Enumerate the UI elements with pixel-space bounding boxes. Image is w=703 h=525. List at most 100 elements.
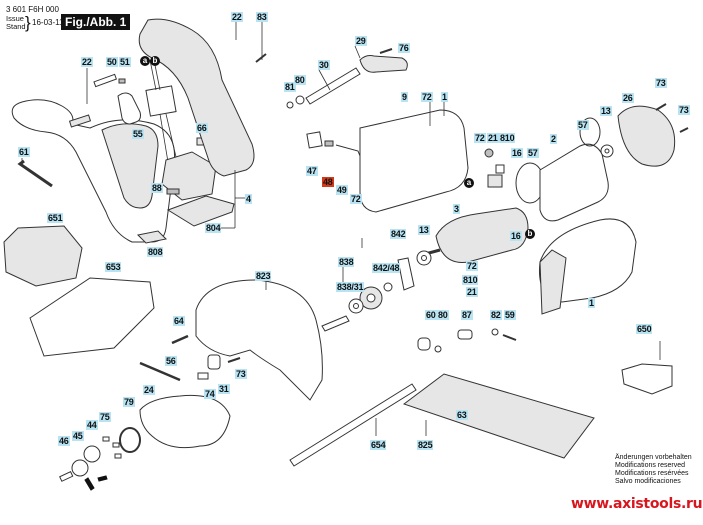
callout-29: 29	[355, 36, 367, 46]
part-48-spring	[324, 140, 334, 147]
part-650-bracket	[621, 363, 673, 395]
website-link[interactable]: www.axistools.ru	[571, 496, 703, 512]
part-51-spring	[118, 78, 126, 84]
part-3-armature	[435, 207, 529, 263]
callout-73-b: 73	[678, 105, 690, 115]
callout-842-48: 842/48	[372, 263, 401, 273]
leader-lines	[21, 22, 661, 436]
callout-88: 88	[151, 183, 163, 193]
part-47	[306, 131, 323, 149]
part-83-screw	[255, 53, 267, 63]
callout-651: 651	[47, 213, 64, 223]
callout-56: 56	[165, 356, 177, 366]
part-80-washer-low	[434, 345, 442, 353]
housing-left-part	[11, 99, 176, 243]
notice-line-de: Änderungen vorbehalten	[615, 454, 692, 461]
callout-72-top: 72	[421, 92, 433, 102]
callout-842: 842	[390, 229, 407, 239]
callout-21-top: 21	[487, 133, 499, 143]
part-56-rod	[139, 361, 181, 382]
callout-73-a: 73	[655, 78, 667, 88]
callout-1-top: 1	[441, 92, 448, 102]
callout-57-high: 57	[577, 120, 589, 130]
callout-64: 64	[173, 316, 185, 326]
part-825-base	[402, 373, 595, 459]
callout-51: 51	[119, 57, 131, 67]
callout-87: 87	[461, 310, 473, 320]
part-26-cover	[617, 105, 676, 167]
part-804-board	[166, 195, 235, 227]
callout-73-c: 73	[235, 369, 247, 379]
part-79-ring	[119, 427, 141, 453]
part-88-spring	[166, 188, 180, 195]
callout-2: 2	[550, 134, 557, 144]
part-55	[117, 92, 141, 125]
connector-marker-a: a	[140, 56, 150, 66]
callout-61: 61	[18, 147, 30, 157]
issue-date: 16-03-11	[32, 18, 64, 27]
callout-810-low: 810	[462, 275, 479, 285]
callout-82: 82	[490, 310, 502, 320]
callout-80-low: 80	[437, 310, 449, 320]
callout-26: 26	[622, 93, 634, 103]
callout-63: 63	[456, 410, 468, 420]
connector-marker-b: b	[150, 56, 160, 66]
callout-650: 650	[636, 324, 653, 334]
callout-804: 804	[205, 223, 222, 233]
part-87-knob	[457, 329, 473, 340]
connector-marker-a-brush: a	[464, 178, 474, 188]
callout-825: 825	[417, 440, 434, 450]
callout-24: 24	[143, 385, 155, 395]
brace-glyph: }	[25, 13, 31, 32]
callout-1-motor: 1	[588, 298, 595, 308]
notice-line-es: Salvo modificaciones	[615, 478, 681, 485]
switch-assembly	[145, 59, 217, 201]
callout-81: 81	[284, 82, 296, 92]
part-842-48	[383, 282, 393, 292]
callout-3: 3	[453, 204, 460, 214]
notice-line-fr: Modifications resérvées	[615, 470, 689, 477]
callout-72-mid: 72	[350, 194, 362, 204]
callout-31: 31	[218, 384, 230, 394]
callout-808: 808	[147, 247, 164, 257]
callout-60: 60	[425, 310, 437, 320]
housing-right-part	[359, 109, 469, 213]
callout-653: 653	[105, 262, 122, 272]
callout-16-mid: 16	[510, 231, 522, 241]
callout-22-top: 22	[231, 12, 243, 22]
callout-21-low: 21	[466, 287, 478, 297]
part-654-fence	[289, 383, 417, 467]
callout-13-mid: 13	[418, 225, 430, 235]
modifications-notice: Änderungen vorbehalten Modifications res…	[615, 454, 692, 486]
part-50	[93, 73, 118, 88]
callout-810-top: 810	[499, 133, 516, 143]
part-73-screw	[227, 357, 241, 363]
callout-76: 76	[398, 43, 410, 53]
part-24-guard	[139, 394, 231, 449]
callout-74: 74	[204, 389, 216, 399]
notice-line-en: Modifications reserved	[615, 462, 686, 469]
brush-holder-top	[487, 174, 503, 188]
part-64-pin	[171, 334, 189, 345]
issue-label: Issue	[6, 14, 24, 23]
part-30-shaft	[305, 67, 361, 105]
issue-stand-label: Issue Stand	[6, 15, 26, 31]
callout-44: 44	[86, 420, 98, 430]
part-45-flange	[71, 459, 89, 477]
callout-823: 823	[255, 271, 272, 281]
part-82-washer	[491, 328, 499, 336]
callout-48-highlighted: 48	[322, 177, 334, 187]
part-823-guard	[195, 279, 323, 401]
callout-72-low: 72	[466, 261, 478, 271]
part-81-washer	[286, 101, 294, 109]
callout-57-low: 57	[527, 148, 539, 158]
part-46-screw	[59, 470, 74, 482]
part-808-pad	[136, 230, 168, 244]
part-number: 3 601 F6H 000	[6, 5, 59, 14]
callout-654: 654	[370, 440, 387, 450]
part-29-lever	[359, 55, 408, 73]
part-60	[417, 337, 431, 351]
callout-50: 50	[106, 57, 118, 67]
